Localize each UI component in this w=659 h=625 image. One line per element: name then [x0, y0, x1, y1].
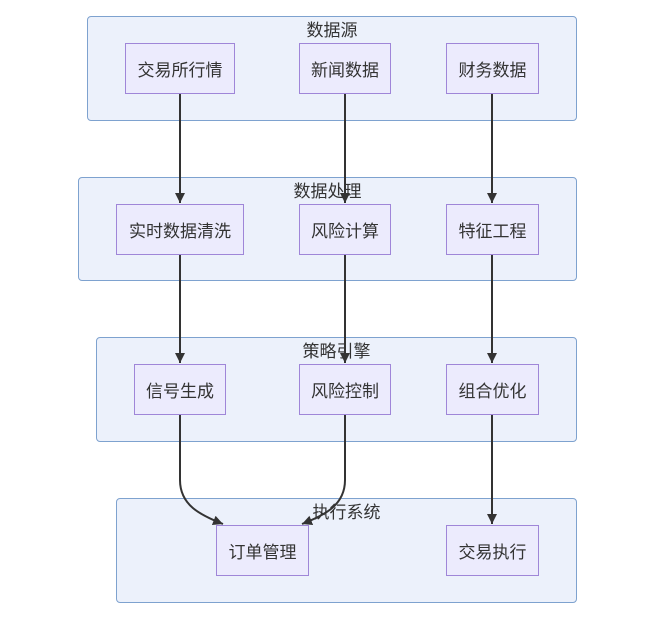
node-risk-control: 风险控制 [299, 364, 391, 415]
node-trade-execution: 交易执行 [446, 525, 539, 576]
node-financial-data: 财务数据 [446, 43, 539, 94]
group-data-source-title: 数据源 [306, 21, 358, 41]
node-realtime-data-cleaning: 实时数据清洗 [116, 204, 244, 255]
node-news-data: 新闻数据 [299, 43, 391, 94]
group-data-processing-title: 数据处理 [293, 182, 362, 202]
group-strategy-engine-title: 策略引擎 [302, 342, 371, 362]
node-portfolio-optimization: 组合优化 [446, 364, 539, 415]
node-feature-engineering: 特征工程 [446, 204, 539, 255]
node-signal-generation: 信号生成 [134, 364, 226, 415]
group-execution-system-title: 执行系统 [312, 503, 381, 523]
node-order-management: 订单管理 [216, 525, 309, 576]
node-risk-calculation: 风险计算 [299, 204, 391, 255]
node-exchange-quotes: 交易所行情 [125, 43, 235, 94]
